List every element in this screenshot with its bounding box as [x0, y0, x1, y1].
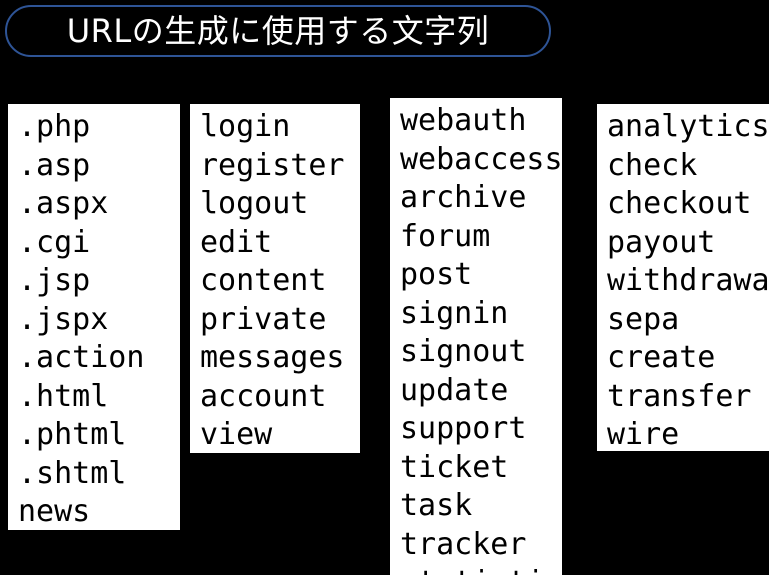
- list-item: .aspx: [18, 186, 109, 221]
- list-item: check: [607, 147, 698, 183]
- page-title: URLの生成に使用する文字列: [66, 12, 490, 50]
- slide-title-pill: URLの生成に使用する文字列: [5, 5, 551, 57]
- list-item: logout: [200, 186, 309, 221]
- list-item: .html: [18, 378, 109, 414]
- list-item: webauth: [400, 103, 527, 138]
- list-item: edit: [200, 224, 273, 260]
- list-item: withdrawal: [607, 263, 769, 298]
- list-item: .asp: [18, 147, 91, 183]
- list-item: transfer: [607, 378, 752, 414]
- list-item: .php: [18, 109, 91, 144]
- list-item: signin: [400, 295, 509, 331]
- list-item: register: [200, 147, 345, 183]
- list-item: post: [400, 257, 473, 292]
- word-list-finance-actions: analytics check checkout payout withdraw…: [597, 104, 769, 451]
- list-item: task: [400, 488, 473, 523]
- list-item: tracker: [400, 526, 527, 562]
- list-item: archive: [400, 180, 527, 215]
- word-list-file-extensions: .php .asp .aspx .cgi .jsp .jspx .action …: [8, 104, 180, 530]
- list-item: news: [18, 494, 91, 529]
- list-item: account: [200, 378, 327, 414]
- list-item: wire: [607, 417, 680, 451]
- list-item: .cgi: [18, 224, 91, 260]
- list-item: payout: [607, 224, 716, 260]
- list-item: signout: [400, 334, 527, 369]
- list-item: .action: [18, 340, 145, 375]
- list-item: .phtml: [18, 417, 127, 452]
- list-item: .shtml: [18, 455, 127, 491]
- list-item: sepa: [607, 301, 680, 337]
- list-item: .jspx: [18, 301, 109, 337]
- list-item: ticket: [400, 449, 509, 485]
- list-item: update: [400, 372, 509, 408]
- word-list-account-actions: login register logout edit content priva…: [190, 104, 360, 453]
- list-item: view: [200, 417, 273, 452]
- list-item: support: [400, 411, 527, 446]
- list-item: login: [200, 109, 291, 144]
- list-item: statistics: [400, 564, 562, 575]
- list-item: webaccess: [400, 141, 562, 177]
- list-item: private: [200, 301, 327, 337]
- word-list-web-actions: webauth webaccess archive forum post sig…: [390, 98, 562, 575]
- list-item: checkout: [607, 186, 752, 221]
- list-item: create: [607, 340, 716, 375]
- list-item: forum: [400, 218, 491, 254]
- list-item: content: [200, 263, 327, 298]
- list-item: .jsp: [18, 263, 91, 298]
- list-item: analytics: [607, 109, 769, 144]
- list-item: messages: [200, 340, 345, 375]
